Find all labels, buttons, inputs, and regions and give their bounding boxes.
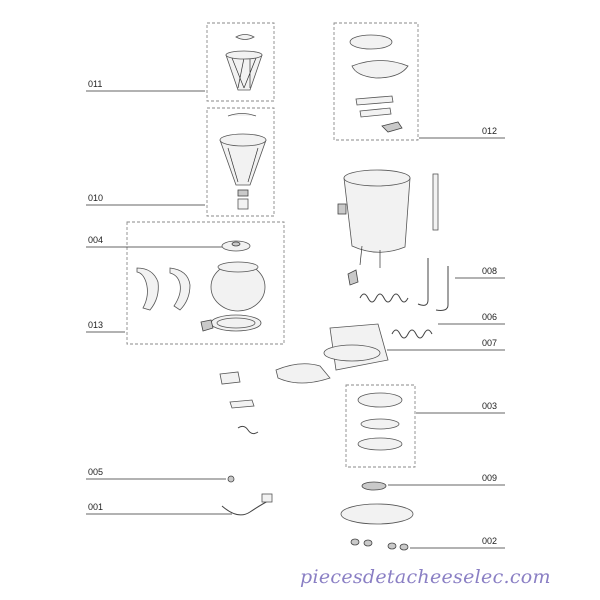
filter-holder-drawing [219, 113, 267, 210]
label-004: 004 [88, 235, 103, 245]
group-box-013 [126, 221, 285, 345]
label-012: 012 [482, 126, 497, 136]
label-013: 013 [88, 320, 103, 330]
label-008: 008 [482, 266, 497, 276]
base-plate-drawing [340, 481, 414, 551]
heating-coils-drawing [359, 293, 433, 339]
label-002: 002 [482, 536, 497, 546]
label-010: 010 [88, 193, 103, 203]
group-box-010 [206, 107, 275, 217]
label-005: 005 [88, 467, 103, 477]
label-003: 003 [482, 401, 497, 411]
permanent-filter-drawing [225, 34, 263, 91]
label-007: 007 [482, 338, 497, 348]
watermark: piecesdetacheeselec.com [300, 566, 551, 588]
tubes-drawing [417, 258, 449, 311]
label-009: 009 [482, 473, 497, 483]
small-parts-drawing [219, 371, 273, 516]
group-box-003 [345, 384, 416, 468]
group-box-011 [206, 22, 275, 102]
water-tank-drawing [337, 169, 439, 286]
label-011: 011 [88, 79, 102, 89]
carafe-drawing [136, 240, 266, 332]
seal-rings-drawing [357, 392, 403, 451]
base-housing-drawing [275, 323, 389, 384]
lid-assembly-drawing [349, 34, 409, 133]
label-001: 001 [88, 502, 103, 512]
group-box-012 [333, 22, 419, 141]
label-006: 006 [482, 312, 497, 322]
